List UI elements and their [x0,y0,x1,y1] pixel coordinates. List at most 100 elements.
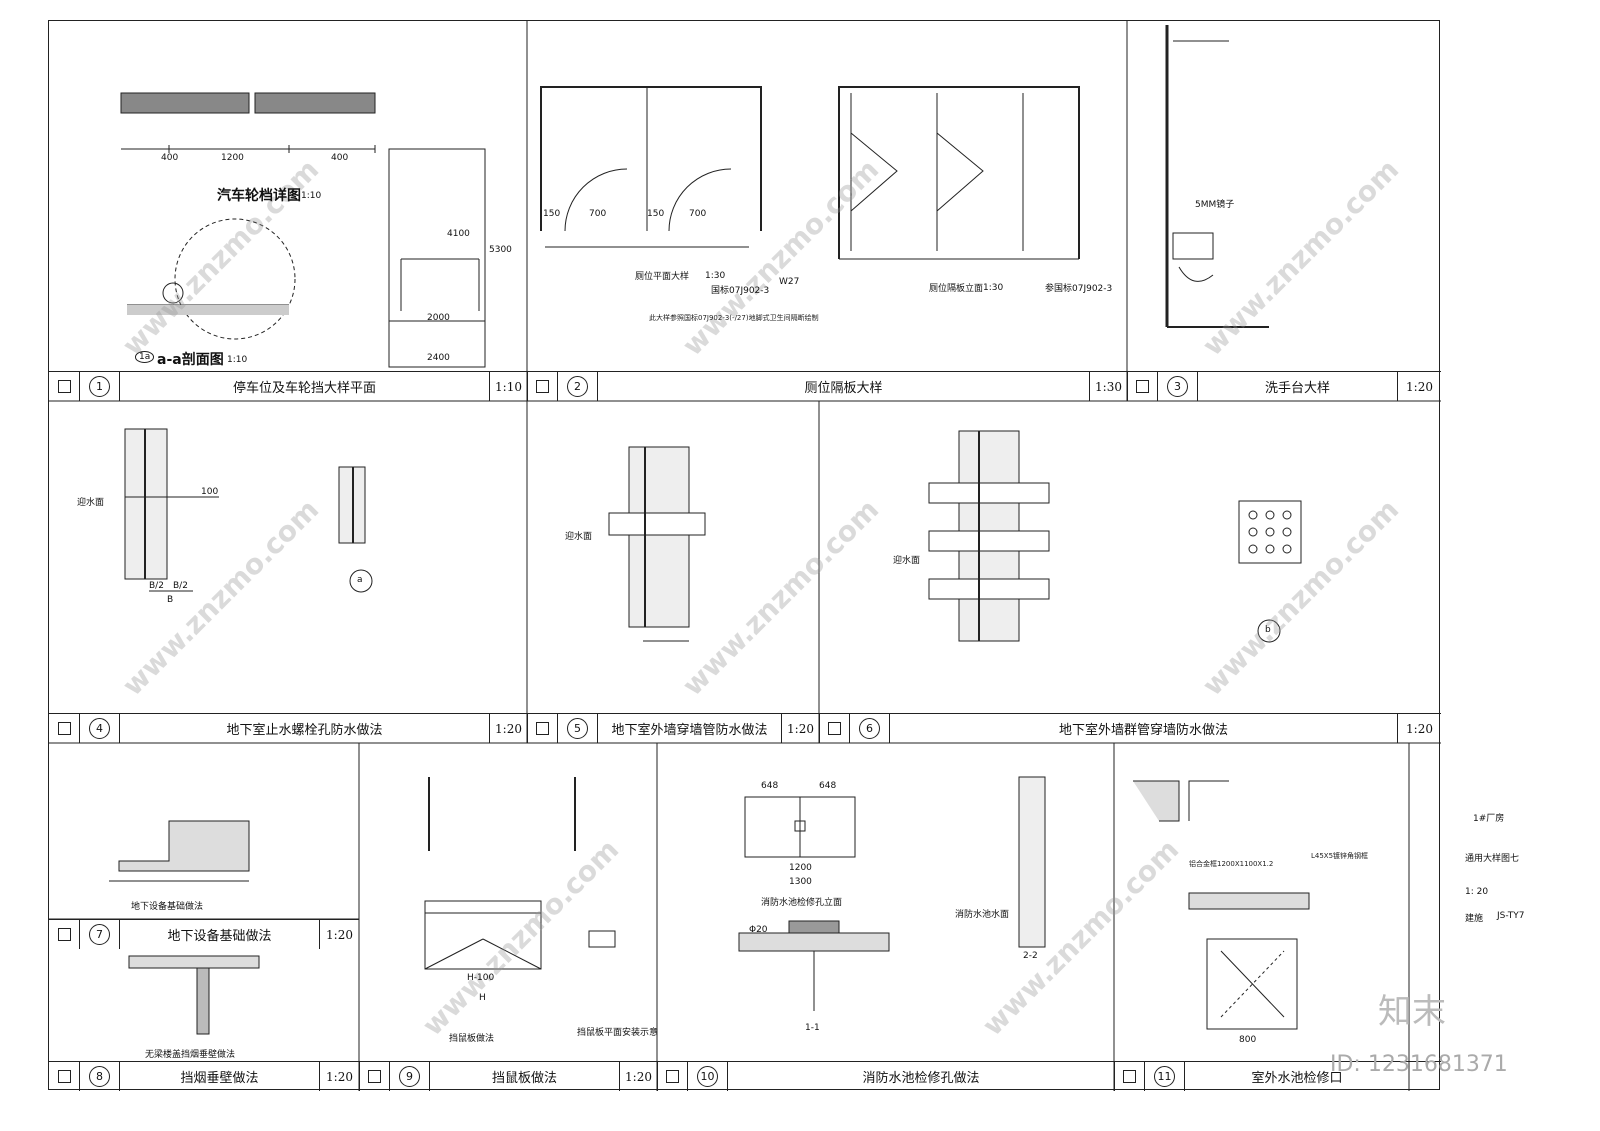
checkbox-icon[interactable] [828,722,841,735]
checkbox-icon[interactable] [57,722,71,735]
panel-number: 6 [859,718,880,739]
panel-number: 4 [89,718,110,739]
checkbox-cell[interactable] [49,714,79,743]
dim-b2-a: B/2 [149,581,164,591]
angle-steel-label: L45X5镀锌角钢框 [1311,852,1369,860]
circle-a: a [357,575,363,585]
checkbox-icon[interactable] [368,1070,381,1083]
sheet-title: 通用大样图七 [1465,854,1520,864]
checkbox-icon[interactable] [57,1070,71,1083]
panel-title: 消防水池检修孔做法 [862,1071,980,1086]
circle-b: b [1265,625,1271,635]
checkbox-cell[interactable] [1114,1062,1144,1091]
title-row-top: 1 停车位及车轮挡大样平面 1:10 2 厕位隔板大样 1:30 3 洗手台大样… [49,371,1441,401]
panel-scale: 1:10 [495,379,522,394]
mirror-label: 5MM镜子 [1195,200,1235,210]
dim-1300: 1300 [789,877,812,887]
panel-title: 洗手台大样 [1264,381,1330,396]
checkbox-cell[interactable] [1127,372,1157,401]
panel-title: 挡烟垂壁做法 [180,1071,259,1086]
dim-800: 800 [1239,1035,1257,1045]
checkbox-icon[interactable] [1123,1070,1136,1083]
toilet-plan-scale: 1:30 [705,271,726,281]
ref-w27: W27 [779,277,800,287]
dim-700-b: 700 [689,209,707,219]
panel-number: 7 [89,924,110,945]
checkbox-cell[interactable] [49,1062,79,1091]
section-mark: 1a [135,351,155,363]
checkbox-icon[interactable] [536,380,549,393]
panel-scale: 1:20 [1406,379,1433,394]
dim-400-left: 400 [161,153,179,163]
panel-number: 10 [697,1066,718,1087]
dim-1200: 1200 [221,153,244,163]
checkbox-cell[interactable] [49,920,79,949]
panel-number: 5 [567,718,588,739]
partition-note: 此大样参照国标07J902-3(-/27)地脚式卫生间隔断绘制 [649,314,819,322]
water-face-4: 迎水面 [77,498,105,508]
dim-150-b: 150 [647,209,665,219]
checkbox-cell[interactable] [527,714,557,743]
checkbox-icon[interactable] [57,928,71,941]
discipline: 建施 [1465,914,1484,924]
panel-number: 9 [399,1066,420,1087]
dim-b: B [167,595,174,605]
panel-number: 2 [567,376,588,397]
smoke-barrier-label: 无梁楼盖挡烟垂壁做法 [145,1050,236,1060]
dim-700-a: 700 [589,209,607,219]
dim-h-100: H-100 [467,973,495,983]
panel-scale: 1:20 [787,721,814,736]
section-aa-scale: 1:10 [227,355,248,365]
car-stop-scale: 1:10 [301,191,322,201]
section-1-1: 1-1 [805,1023,820,1033]
checkbox-icon[interactable] [1136,380,1149,393]
panel-title: 地下室止水螺栓孔防水做法 [226,723,383,738]
checkbox-icon[interactable] [536,722,549,735]
rat-board-plan-label: 挡鼠板平面安装示意 [577,1028,659,1038]
title-row-middle: 4 地下室止水螺栓孔防水做法 1:20 5 地下室外墙穿墙管防水做法 1:20 … [49,713,1441,743]
panel-number: 3 [1167,376,1188,397]
dim-150-a: 150 [543,209,561,219]
standard-ref: 国标07J902-3 [711,286,770,296]
checkbox-cell[interactable] [527,372,557,401]
section-2-2: 2-2 [1023,951,1038,961]
toilet-plan-title: 厕位平面大样 [635,272,690,282]
checkbox-cell[interactable] [49,372,79,401]
panel-scale: 1:30 [1095,379,1122,394]
panel-scale: 1:20 [326,927,353,942]
panel-number: 1 [89,376,110,397]
panel-scale: 1:20 [326,1069,353,1084]
panel-title: 地下设备基础做法 [167,929,272,944]
panel-title: 停车位及车轮挡大样平面 [232,381,376,396]
dim-648-b: 648 [819,781,837,791]
dim-h: H [479,993,486,1003]
panel-title: 室外水池检修口 [1251,1071,1343,1086]
phi-20-label: Φ20 [749,925,768,935]
pool-elevation-label: 消防水池检修孔立面 [761,898,843,908]
rat-board-label: 挡鼠板做法 [449,1034,495,1044]
checkbox-cell[interactable] [819,714,849,743]
toilet-elevation-scale: 1:30 [983,283,1004,293]
pool-water-label: 消防水池水面 [955,910,1010,920]
checkbox-icon[interactable] [666,1070,679,1083]
panel-scale: 1:20 [1406,721,1433,736]
checkbox-cell[interactable] [359,1062,389,1091]
dim-648-a: 648 [761,781,779,791]
panel-number: 8 [89,1066,110,1087]
dim-4100: 4100 [447,229,470,239]
panel-scale: 1:20 [495,721,522,736]
title-row-panel7: 7 地下设备基础做法 1:20 [49,919,359,949]
sheet-scale: 1: 20 [1465,887,1489,897]
checkbox-icon[interactable] [57,380,71,393]
panel-title: 厕位隔板大样 [804,381,883,396]
drawing-sheet: www.znzmo.com www.znzmo.com www.znzmo.co… [48,20,1525,1091]
panel-title: 地下室外墙穿墙管防水做法 [611,723,768,738]
dim-2400: 2400 [427,353,450,363]
alum-frame-label: 铝合金框1200X1100X1.2 [1189,860,1274,868]
dim-2000: 2000 [427,313,450,323]
checkbox-cell[interactable] [657,1062,687,1091]
id-text: ID: 1231681371 [1330,1052,1508,1077]
section-aa-title: a-a剖面图 [157,352,224,368]
dim-100: 100 [201,487,219,497]
dim-1200-b: 1200 [789,863,812,873]
